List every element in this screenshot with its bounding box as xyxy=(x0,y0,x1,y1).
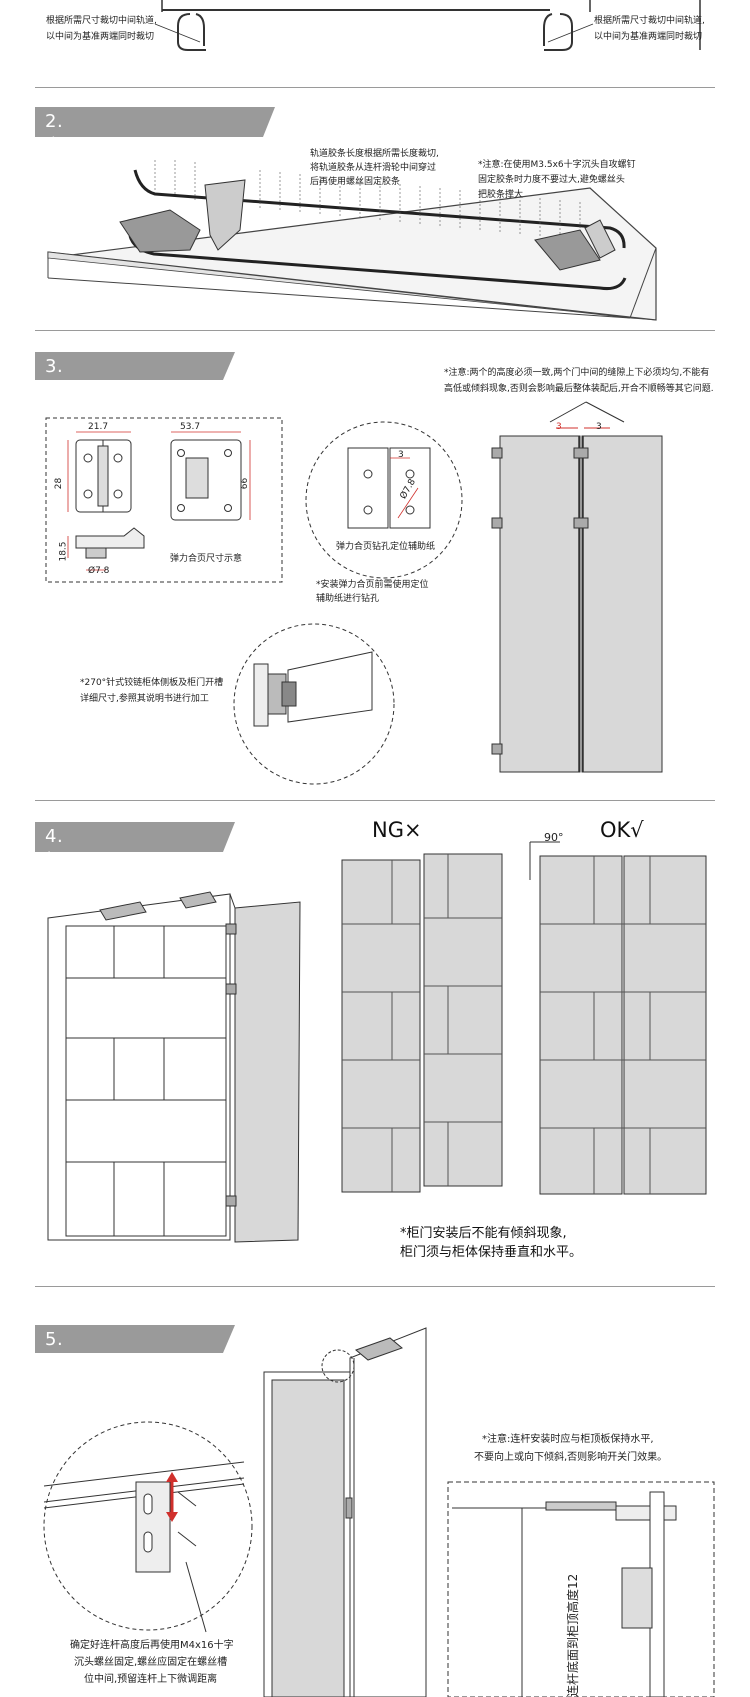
s2-note-center-2: 将轨道胶条从连杆滑轮中间穿过 xyxy=(310,163,437,173)
ng-label: NG× xyxy=(372,818,422,842)
drill-paper-caption: 弹力合页钻孔定位辅助纸 xyxy=(336,542,436,552)
top-note-right-1: 根据所需尺寸裁切中间轨道, xyxy=(594,16,705,26)
rail-end-drawing xyxy=(154,0,701,51)
dim-66: 66 xyxy=(240,477,251,490)
section3-title: 3.安装合页 xyxy=(45,356,64,480)
link-detail-drawing xyxy=(43,1421,253,1633)
dim-3: 3 xyxy=(398,450,404,460)
s2-note-center-3: 后再使用螺丝固定胶条 xyxy=(310,177,401,187)
top-note-left-2: 以中间为基准两端同时裁切 xyxy=(46,32,155,42)
top-note-right-2: 以中间为基准两端同时裁切 xyxy=(594,32,703,42)
hinge-dimension-drawing xyxy=(45,417,283,583)
s3-note-top-1: *注意:两个的高度必须一致,两个门中间的缝隙上下必须均匀,不能有 xyxy=(444,368,710,378)
drill-paper-drawing xyxy=(305,421,463,579)
ok-label: OK√ xyxy=(600,818,644,842)
double-door-drawing xyxy=(491,401,663,773)
dim-7-8: Ø7.8 xyxy=(88,566,110,576)
s2-note-right-3: 把胶条撑大 xyxy=(478,190,524,200)
s3-note-270-2: 详细尺寸,参照其说明书进行加工 xyxy=(80,694,209,704)
s5-vertical-label: 连杆底面到柜顶高度12 xyxy=(566,1573,580,1697)
s5-note-right-1: *注意:连杆安装时应与柜顶板保持水平, xyxy=(482,1434,654,1445)
dim-3-right: 3 xyxy=(596,422,602,432)
s4-note-2: 柜门须与柜体保持垂直和水平。 xyxy=(400,1245,583,1260)
s3-note-270-1: *270°针式铰链柜体侧板及柜门开槽 xyxy=(80,678,224,688)
cabinet-drawing xyxy=(47,891,301,1243)
dim-28: 28 xyxy=(54,477,65,490)
link-height-drawing xyxy=(447,1481,715,1697)
angle-label: 90° xyxy=(544,831,564,844)
door-link-drawing xyxy=(263,1327,427,1697)
pin-hinge-drawing xyxy=(233,623,395,785)
s3-note-drill-1: *安装弹力合页前需使用定位 xyxy=(316,580,429,590)
dim-3-left: 3 xyxy=(556,422,562,432)
s3-note-drill-2: 辅助纸进行钻孔 xyxy=(316,594,380,604)
s3-note-top-2: 高低或倾斜现象,否则会影响最后整体装配后,开合不顺畅等其它问题. xyxy=(444,384,714,394)
s5-note-right-2: 不要向上或向下倾斜,否则影响开关门效果。 xyxy=(474,1452,668,1463)
s2-note-right-2: 固定胶条时力度不要过大,避免螺丝头 xyxy=(478,175,625,185)
s5-note-left-2: 沉头螺丝固定,螺丝应固定在螺丝槽 xyxy=(74,1657,228,1668)
s2-note-center-1: 轨道胶条长度根据所需长度裁切, xyxy=(310,149,439,159)
dim-18-5: 18.5 xyxy=(58,541,69,562)
divider-4 xyxy=(35,1286,715,1287)
s4-note-1: *柜门安装后不能有倾斜现象, xyxy=(400,1226,567,1241)
divider-3 xyxy=(35,800,715,801)
s5-note-left-1: 确定好连杆高度后再使用M4x16十字 xyxy=(70,1640,234,1651)
hinge-caption: 弹力合页尺寸示意 xyxy=(170,554,243,564)
rail-strip-drawing xyxy=(47,160,657,321)
dim-21-7: 21.7 xyxy=(88,422,109,432)
top-note-left-1: 根据所需尺寸裁切中间轨道, xyxy=(46,16,157,26)
dim-53-7: 53.7 xyxy=(180,422,201,432)
s5-note-left-3: 位中间,预留连杆上下微调距离 xyxy=(84,1674,218,1685)
divider-1 xyxy=(35,87,715,88)
ok-doors-drawing xyxy=(529,841,707,1195)
divider-2 xyxy=(35,330,715,331)
s2-note-right-1: *注意:在使用M3.5x6十字沉头自攻螺钉 xyxy=(478,160,636,170)
ng-doors-drawing xyxy=(341,853,503,1193)
